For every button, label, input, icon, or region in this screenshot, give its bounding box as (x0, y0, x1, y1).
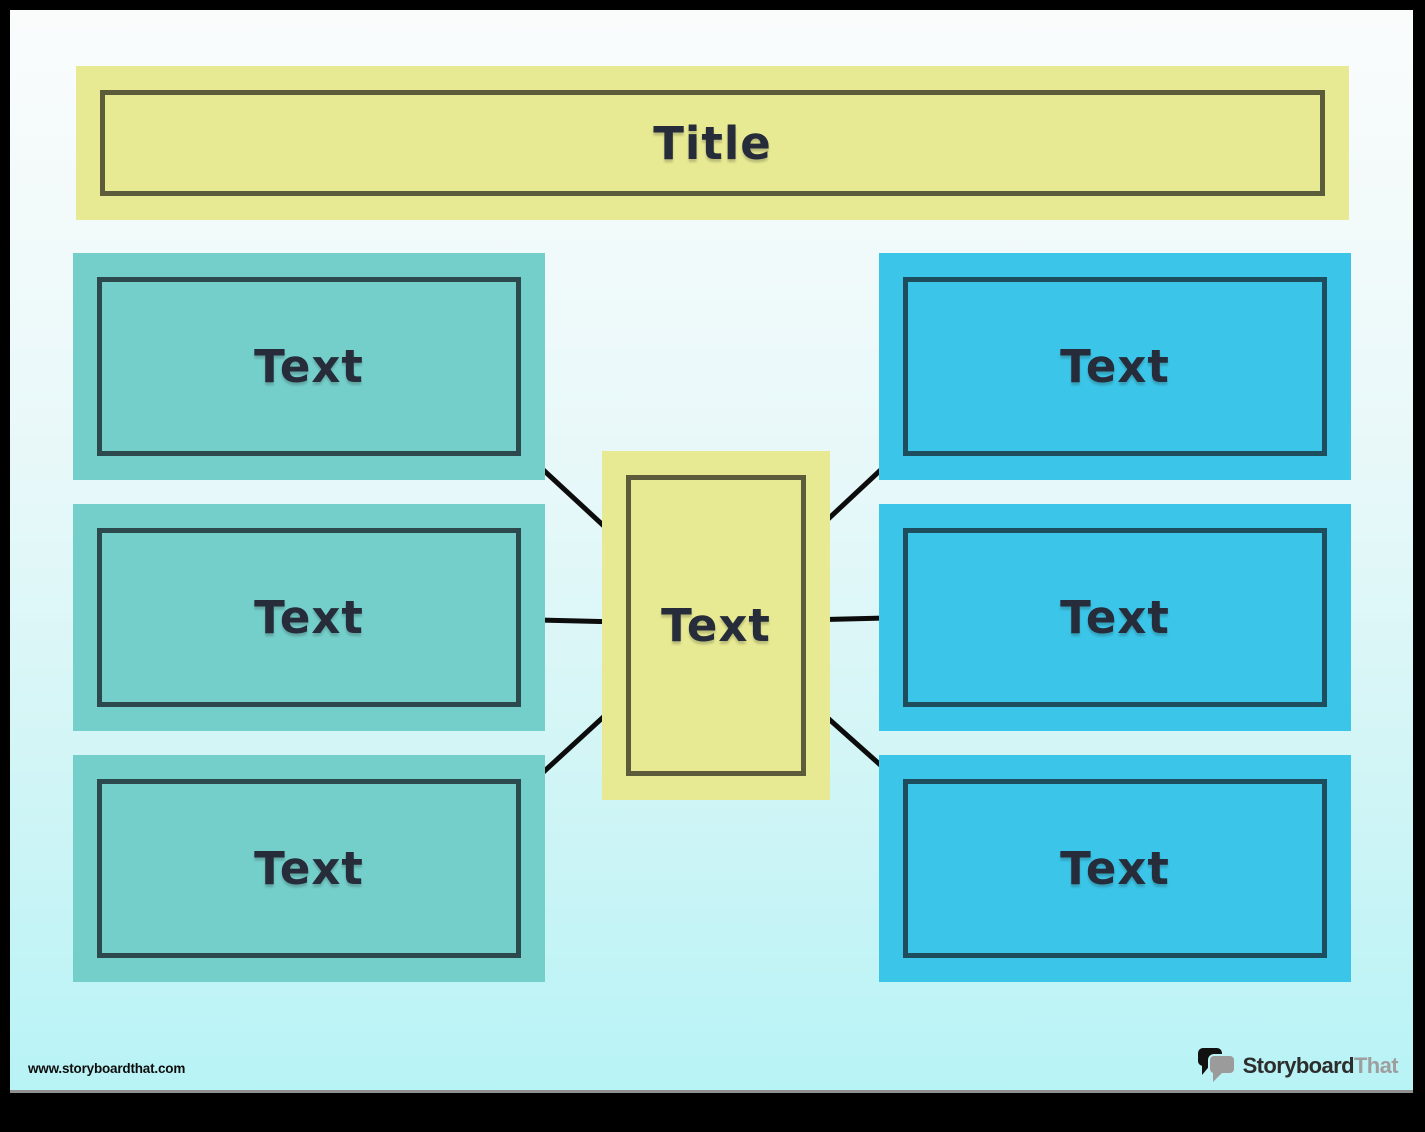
right-box-3-text: Text (1060, 842, 1170, 895)
center-box-inner: Text (626, 475, 806, 776)
left-box-2[interactable]: Text (73, 504, 545, 731)
center-box[interactable]: Text (602, 451, 830, 800)
left-box-3-text: Text (254, 842, 364, 895)
right-box-1-text: Text (1060, 340, 1170, 393)
left-box-3-inner: Text (97, 779, 521, 958)
logo-text: StoryboardThat (1242, 1053, 1399, 1079)
right-box-1-inner: Text (903, 277, 1327, 456)
storyboardthat-logo: StoryboardThat (1197, 1048, 1399, 1084)
right-box-2-inner: Text (903, 528, 1327, 707)
right-box-3-inner: Text (903, 779, 1327, 958)
left-box-2-inner: Text (97, 528, 521, 707)
title-inner-box: Title (100, 90, 1325, 196)
right-box-2[interactable]: Text (879, 504, 1351, 731)
right-box-2-text: Text (1060, 591, 1170, 644)
title-text: Title (653, 116, 772, 170)
left-box-2-text: Text (254, 591, 364, 644)
worksheet-background: Title Text Text Text Text Text (10, 10, 1413, 1093)
left-box-3[interactable]: Text (73, 755, 545, 982)
left-box-1-text: Text (254, 340, 364, 393)
right-box-1[interactable]: Text (879, 253, 1351, 480)
left-box-1-inner: Text (97, 277, 521, 456)
title-bar[interactable]: Title (76, 66, 1349, 220)
speech-bubbles-icon (1197, 1048, 1236, 1082)
center-box-text: Text (661, 599, 771, 652)
right-box-3[interactable]: Text (879, 755, 1351, 982)
logo-text-secondary: That (1353, 1053, 1399, 1078)
site-url: www.storyboardthat.com (28, 1061, 186, 1076)
logo-text-primary: Storyboard (1242, 1053, 1355, 1078)
left-box-1[interactable]: Text (73, 253, 545, 480)
